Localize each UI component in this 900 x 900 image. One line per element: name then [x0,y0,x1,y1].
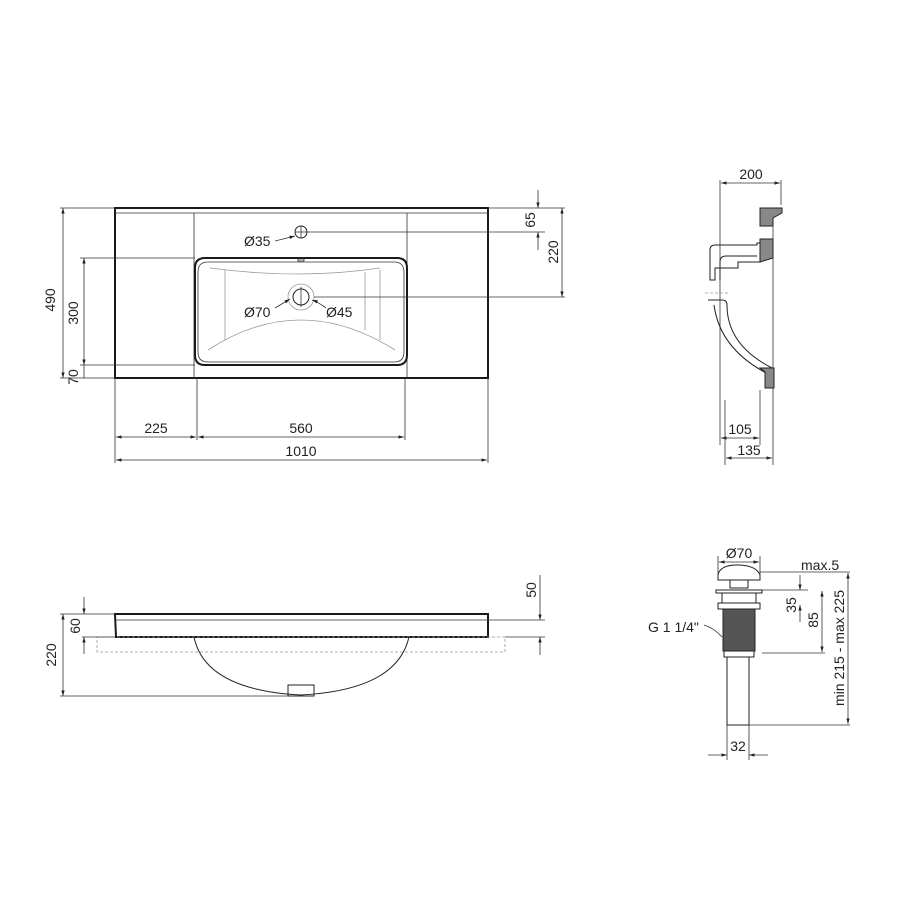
thread-size-label: G 1 1/4" [648,619,699,635]
top-view: Ø35 Ø70 Ø45 490 300 70 65 220 225 560 10… [42,190,565,463]
drain-outer-diameter-label: Ø70 [244,304,271,320]
top-depth-label: 200 [739,166,763,182]
drain-cap [717,564,761,581]
drain-offset-label: 220 [545,240,561,264]
overall-depth-label: 490 [42,288,58,312]
threaded-body [722,608,756,652]
flange-height-label: 35 [783,597,799,613]
pipe-diameter-label: 32 [730,738,746,754]
tap-hole-diameter-label: Ø35 [244,233,271,249]
max-lift-label: max.5 [801,557,839,573]
front-margin-label: 70 [65,369,81,385]
left-shelf-width-label: 225 [144,420,168,436]
front-view: 220 60 50 [43,575,545,697]
drain-outlet [287,684,315,697]
basin-outline [194,257,408,366]
rim-right-height-label: 50 [523,582,539,598]
total-length-label: min 215 - max 225 [831,590,847,706]
tail-pipe [726,656,750,726]
cap-diameter-label: Ø70 [726,545,753,561]
base-depth-label: 135 [737,442,761,458]
bowl-depth-label: 105 [728,421,752,437]
drain-fitting-view: Ø70 max.5 35 85 min 215 - max 225 G 1 1/… [648,545,850,760]
bowl-profile [193,636,410,696]
thread-height-label: 85 [805,612,821,628]
tap-hole-offset-label: 65 [522,212,538,228]
basin-depth-label: 300 [65,301,81,325]
countertop-front [113,613,489,638]
side-section-view: 200 105 135 [705,166,783,465]
drain-inner-diameter-label: Ø45 [326,304,353,320]
overall-width-label: 1010 [285,443,316,459]
countertop-outline [114,207,489,379]
rim-height-label: 60 [67,618,83,634]
basin-width-label: 560 [289,420,313,436]
front-total-height-label: 220 [43,643,59,667]
